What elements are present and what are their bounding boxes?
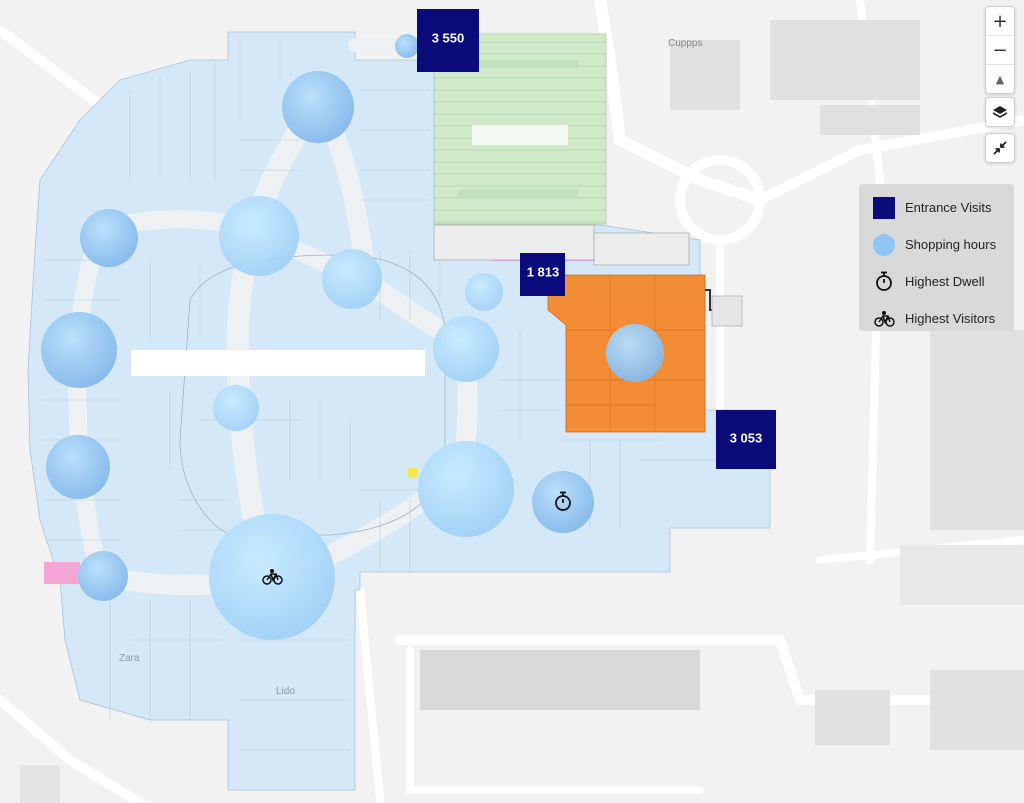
zoom-out-button[interactable]: − bbox=[986, 35, 1014, 64]
shopping-hours-bubbles[interactable] bbox=[41, 34, 664, 640]
place-label-cuppps: Cuppps bbox=[668, 38, 702, 49]
shopping-bubble[interactable] bbox=[80, 209, 138, 267]
shopping-bubble[interactable] bbox=[41, 312, 117, 388]
pink-zone bbox=[44, 562, 80, 584]
svg-text:1 813: 1 813 bbox=[527, 265, 560, 280]
layers-control bbox=[985, 97, 1015, 127]
map-legend: Entrance Visits Shopping hours Highest D… bbox=[859, 184, 1014, 331]
shopping-bubble[interactable] bbox=[219, 196, 299, 276]
shopping-bubble[interactable] bbox=[465, 273, 503, 311]
service-building bbox=[433, 224, 690, 266]
bicycle-icon bbox=[874, 310, 895, 327]
shopping-bubble[interactable] bbox=[418, 441, 514, 537]
mall-floorplan bbox=[27, 31, 771, 791]
collapse-icon bbox=[993, 141, 1007, 155]
bicycle-icon bbox=[262, 568, 283, 585]
svg-text:3 550: 3 550 bbox=[432, 31, 465, 46]
shopping-circle-icon bbox=[873, 233, 895, 256]
yellow-marker bbox=[408, 468, 418, 478]
place-label-lido: Lido bbox=[276, 686, 295, 697]
legend-item-highest-visitors: Highest Visitors bbox=[873, 300, 1014, 337]
entrance-marker[interactable]: 3 053 bbox=[716, 410, 776, 469]
entrance-marker[interactable]: 1 813 bbox=[520, 253, 565, 296]
shopping-bubble[interactable] bbox=[606, 324, 664, 382]
reset-north-button[interactable]: ▲ bbox=[986, 64, 1014, 93]
layers-button[interactable] bbox=[986, 98, 1014, 126]
compass-icon: ▲ bbox=[995, 72, 1005, 86]
zoom-in-button[interactable]: + bbox=[992, 10, 1008, 32]
shopping-bubble[interactable] bbox=[433, 316, 499, 382]
place-label-zara: Zara bbox=[119, 653, 140, 664]
shopping-bubble[interactable] bbox=[322, 249, 382, 309]
layers-icon bbox=[992, 106, 1008, 118]
collapse-control bbox=[985, 133, 1015, 163]
legend-item-entrance-visits: Entrance Visits bbox=[873, 189, 1014, 226]
entrance-square-icon bbox=[873, 196, 895, 219]
zoom-controls: + − ▲ bbox=[985, 6, 1015, 94]
shopping-bubble[interactable] bbox=[46, 435, 110, 499]
shopping-bubble[interactable] bbox=[213, 385, 259, 431]
stopwatch-icon bbox=[555, 491, 571, 511]
label-bar bbox=[131, 350, 425, 376]
shopping-bubble[interactable] bbox=[282, 71, 354, 143]
shopping-bubble[interactable] bbox=[395, 34, 419, 58]
collapse-button[interactable] bbox=[986, 134, 1014, 162]
svg-text:3 053: 3 053 bbox=[730, 431, 763, 446]
legend-item-shopping-hours: Shopping hours bbox=[873, 226, 1014, 263]
shopping-bubble[interactable] bbox=[78, 551, 128, 601]
entrance-marker[interactable]: 3 550 bbox=[417, 9, 479, 72]
legend-item-highest-dwell: Highest Dwell bbox=[873, 263, 1014, 300]
surrounding-buildings bbox=[20, 20, 1024, 803]
stopwatch-icon bbox=[876, 271, 892, 291]
